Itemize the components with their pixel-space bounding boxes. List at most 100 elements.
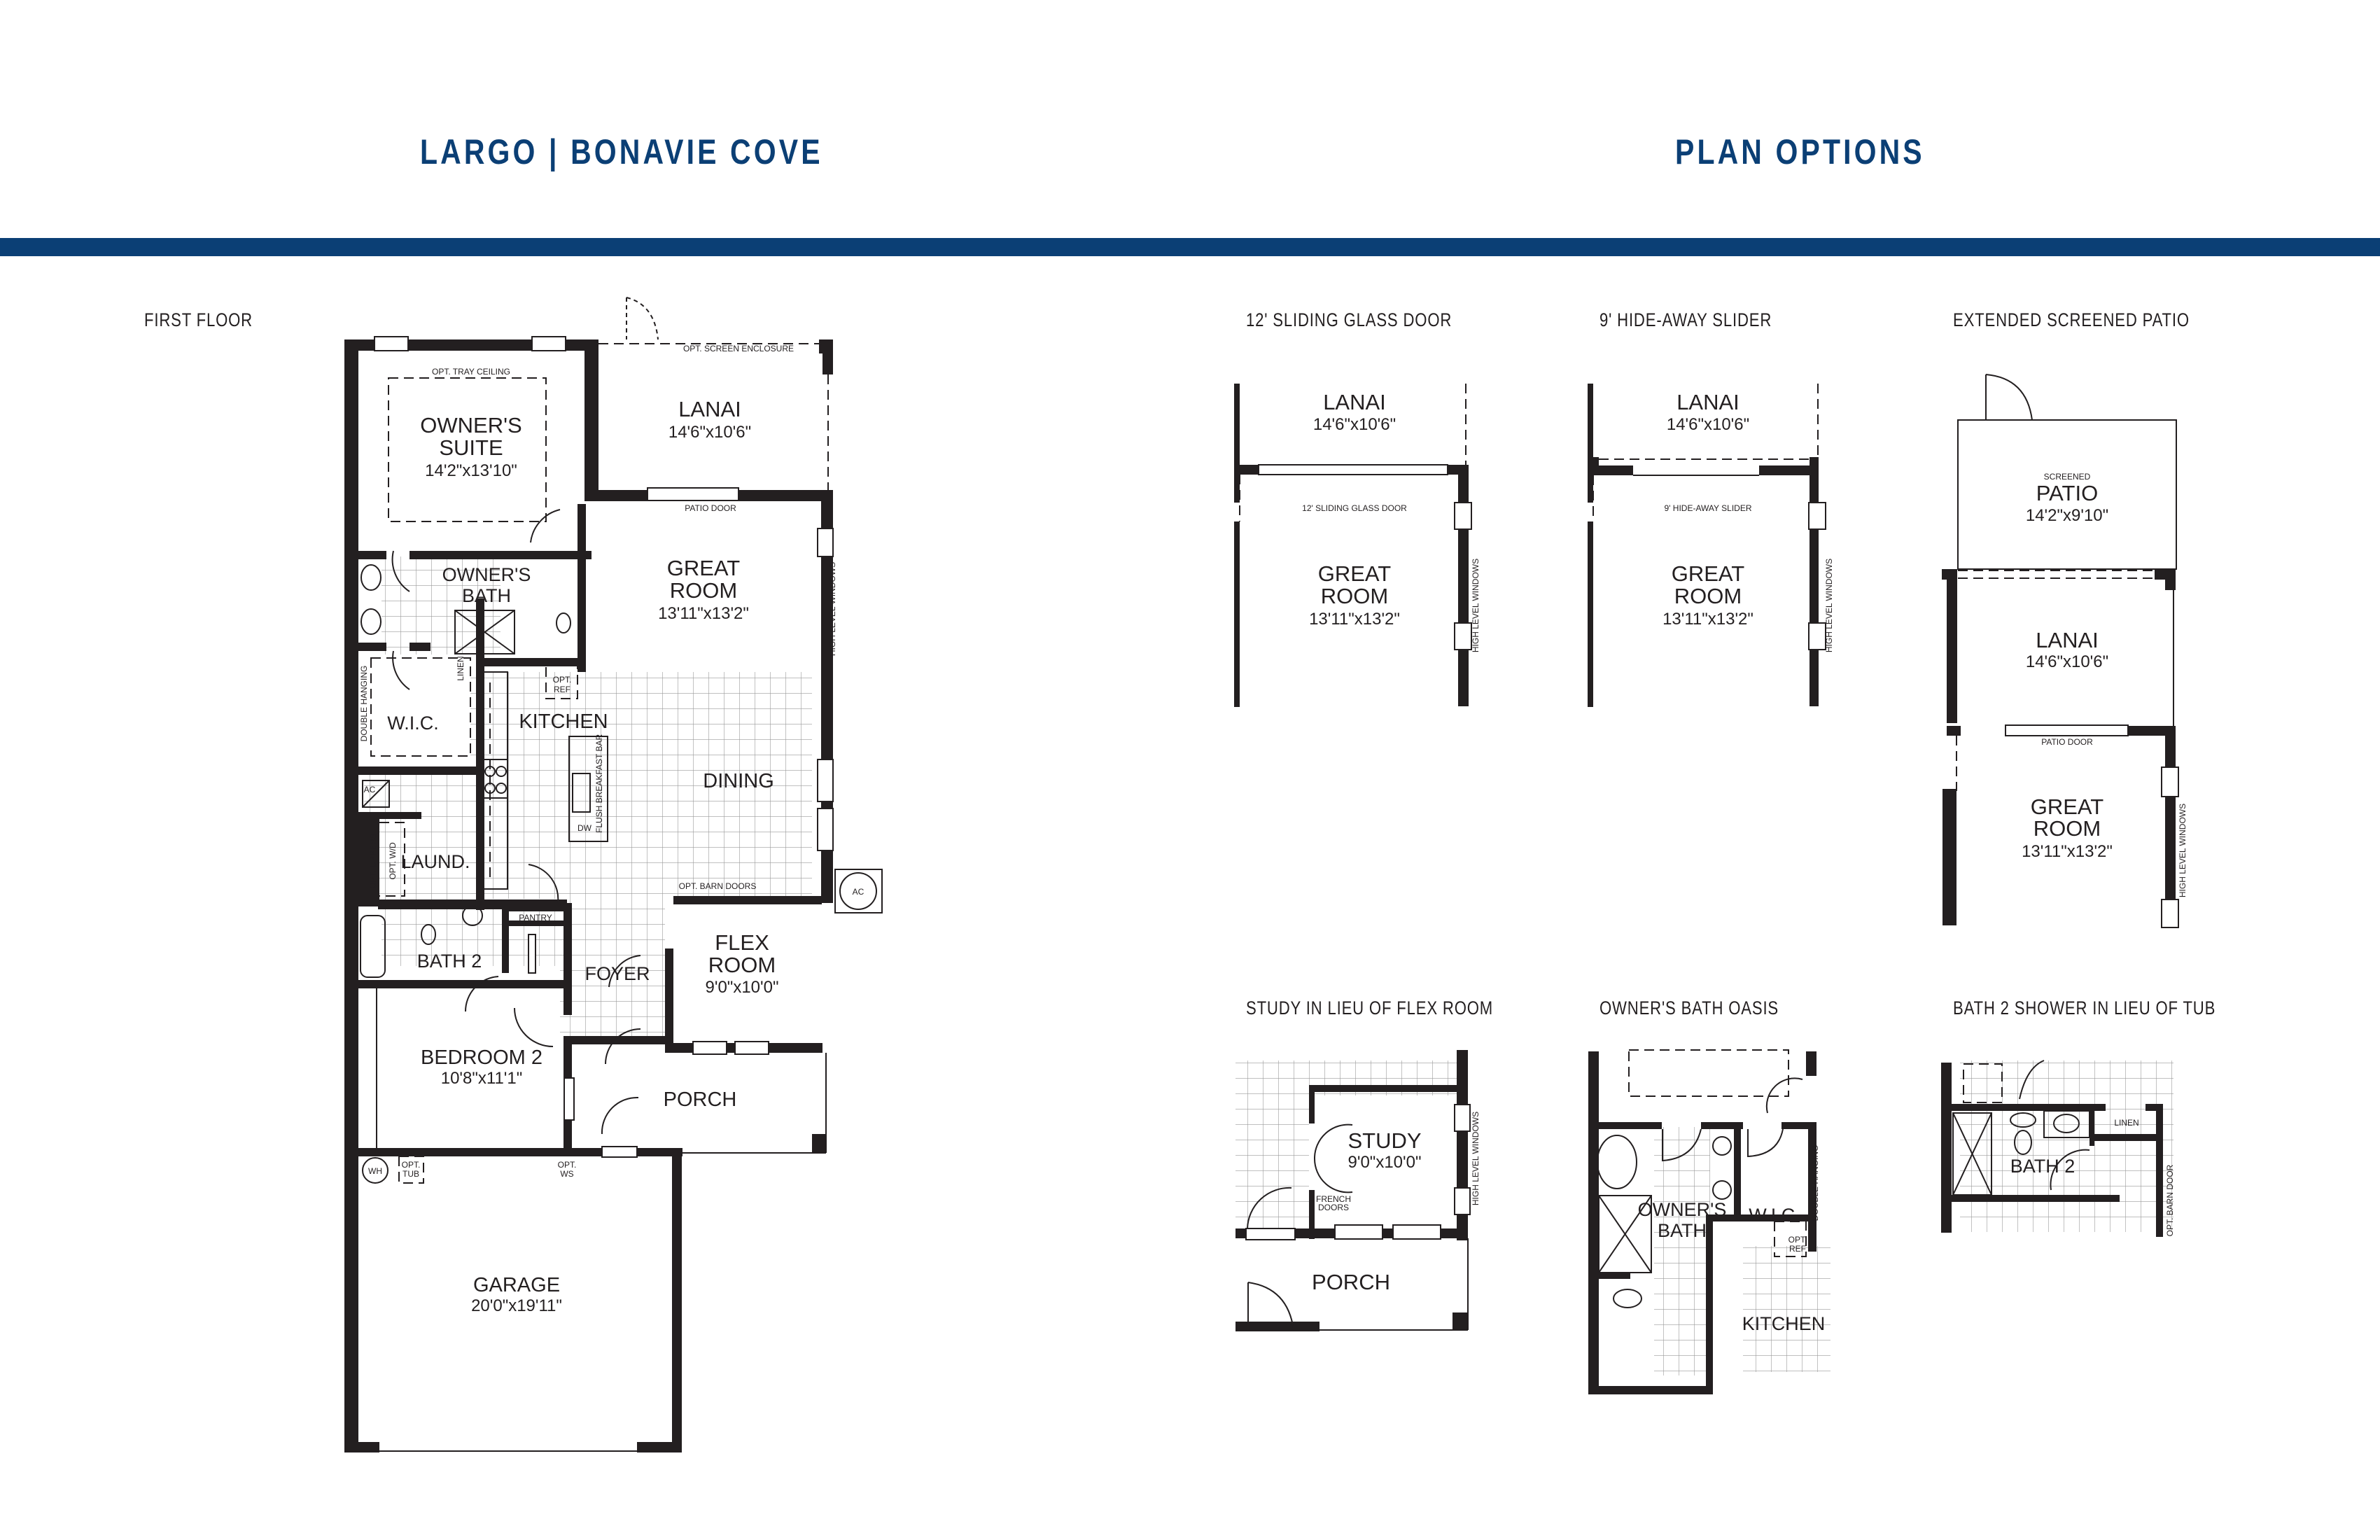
opt-ws-note-1: OPT. xyxy=(558,1160,577,1170)
opt3-great-room-dim: 13'11"x13'2" xyxy=(2022,842,2113,861)
great-room-label-2: ROOM xyxy=(670,578,737,603)
option-title-bath2-shower: BATH 2 SHOWER IN LIEU OF TUB xyxy=(1953,997,2216,1018)
opt2-great-room-label-1: GREAT xyxy=(1672,561,1745,586)
opt-ref-note-1: OPT. xyxy=(553,675,572,685)
header-rule xyxy=(0,238,2380,256)
bedroom2-label: BEDROOM 2 xyxy=(421,1046,542,1069)
option-bath2-shower-plan xyxy=(1941,1060,2174,1237)
opt3-screened-note: SCREENED xyxy=(2044,472,2091,482)
opt3-lanai-dim: 14'6"x10'6" xyxy=(2026,652,2108,671)
opt6-bath2-label: BATH 2 xyxy=(2010,1156,2076,1177)
opt1-lanai-label: LANAI xyxy=(1323,390,1386,414)
owners-suite-label-1: OWNER'S xyxy=(420,413,522,438)
dining-label: DINING xyxy=(703,770,774,792)
garage-dim: 20'0"x19'11" xyxy=(471,1296,562,1315)
wic-label: W.I.C. xyxy=(387,713,439,734)
screen-enclosure-note: OPT. SCREEN ENCLOSURE xyxy=(683,344,794,354)
opt-tub-note-1: OPT. xyxy=(402,1160,421,1170)
opt6-barn-door-note: OPT. BARN DOOR xyxy=(2165,1164,2175,1236)
opt5-opt-ref-note-1: OPT. xyxy=(1788,1235,1807,1245)
option-extended-patio-plan xyxy=(1942,374,2179,928)
foyer-label: FOYER xyxy=(584,963,650,984)
owners-suite-label-2: SUITE xyxy=(439,435,503,460)
opt2-lanai-dim: 14'6"x10'6" xyxy=(1667,415,1749,434)
patio-door-note: PATIO DOOR xyxy=(685,503,736,513)
opt2-door-note: 9' HIDE-AWAY SLIDER xyxy=(1665,503,1752,513)
opt5-bath-label-1: OWNER'S xyxy=(1638,1199,1727,1220)
kitchen-label: KITCHEN xyxy=(519,710,608,733)
opt1-great-room-dim: 13'11"x13'2" xyxy=(1309,610,1400,629)
opt1-window-note: HIGH LEVEL WINDOWS xyxy=(1471,559,1480,652)
tray-ceiling-note: OPT. TRAY CEILING xyxy=(432,367,510,377)
first-floor-plan xyxy=(344,297,883,1452)
high-level-windows-note: HIGH LEVEL WINDOWS xyxy=(827,562,837,656)
option-sliding-door-plan xyxy=(1234,384,1472,707)
option-title-hideaway-slider: 9' HIDE-AWAY SLIDER xyxy=(1600,309,1772,330)
flex-room-label-1: FLEX xyxy=(715,930,769,955)
owners-bath-label-1: OWNER'S xyxy=(442,564,531,585)
opt5-double-hanging-note: DOUBLE HANGING xyxy=(1810,1145,1820,1222)
opt1-lanai-dim: 14'6"x10'6" xyxy=(1313,415,1396,434)
opt5-opt-ref-note-2: REF xyxy=(1789,1244,1806,1254)
option-bath-oasis-plan xyxy=(1588,1049,1830,1394)
opt3-lanai-label: LANAI xyxy=(2036,628,2099,652)
owners-bath-label-2: BATH xyxy=(462,585,511,606)
porch-label: PORCH xyxy=(664,1088,737,1111)
opt4-study-dim: 9'0"x10'0" xyxy=(1348,1153,1422,1172)
option-study-plan xyxy=(1236,1050,1471,1331)
flex-room-dim: 9'0"x10'0" xyxy=(706,978,779,997)
great-room-label-1: GREAT xyxy=(667,556,741,580)
lanai-label: LANAI xyxy=(678,397,741,421)
opt3-patio-dim: 14'2"x9'10" xyxy=(2026,506,2108,525)
opt6-linen-note: LINEN xyxy=(2114,1118,2138,1128)
opt3-patio-label: PATIO xyxy=(2036,481,2098,505)
laundry-label: LAUND. xyxy=(400,851,470,872)
opt2-window-note: HIGH LEVEL WINDOWS xyxy=(1824,559,1834,652)
option-title-study: STUDY IN LIEU OF FLEX ROOM xyxy=(1246,997,1494,1018)
opt3-patio-door-note: PATIO DOOR xyxy=(2041,737,2093,747)
barn-doors-note: OPT. BARN DOORS xyxy=(679,881,757,891)
opt2-great-room-dim: 13'11"x13'2" xyxy=(1662,610,1754,629)
ac-inside-note: AC xyxy=(364,785,376,794)
opt4-french-note-1: FRENCH xyxy=(1316,1194,1351,1204)
garage-label: GARAGE xyxy=(473,1274,560,1296)
opt4-french-note-2: DOORS xyxy=(1318,1203,1349,1212)
lanai-dim: 14'6"x10'6" xyxy=(668,423,751,442)
ac-outside-note: AC xyxy=(853,887,864,897)
option-title-extended-patio: EXTENDED SCREENED PATIO xyxy=(1953,309,2190,330)
opt2-great-room-label-2: ROOM xyxy=(1674,584,1742,608)
flush-breakfast-bar-note: FLUSH BREAKFAST BAR xyxy=(594,734,604,833)
opt-tub-note-2: TUB xyxy=(402,1169,419,1179)
opt3-great-room-label-1: GREAT xyxy=(2031,794,2104,819)
linen-note: LINEN xyxy=(456,656,465,680)
opt-ws-note-2: WS xyxy=(560,1169,573,1179)
opt4-porch-label: PORCH xyxy=(1312,1270,1390,1294)
opt4-study-label: STUDY xyxy=(1348,1128,1421,1153)
great-room-dim: 13'11"x13'2" xyxy=(658,604,749,623)
opt3-great-room-label-2: ROOM xyxy=(2033,816,2101,841)
opt-ref-note-2: REF xyxy=(554,685,570,694)
opt-uppers-note: OPT. UPPERS xyxy=(368,833,378,888)
opt1-great-room-label-1: GREAT xyxy=(1318,561,1392,586)
pantry-note: PANTRY xyxy=(519,913,552,923)
bath2-label: BATH 2 xyxy=(417,951,482,972)
opt-wd-note: OPT. W/D xyxy=(388,842,398,880)
option-hideaway-slider-plan xyxy=(1588,384,1826,707)
plan-options-title: PLAN OPTIONS xyxy=(1675,132,1925,172)
owners-suite-dim: 14'2"x13'10" xyxy=(425,461,517,480)
opt5-bath-label-2: BATH xyxy=(1658,1220,1707,1241)
opt5-wic-label: W.I.C. xyxy=(1749,1205,1800,1226)
opt4-window-note: HIGH LEVEL WINDOWS xyxy=(1471,1112,1480,1205)
plan-title: LARGO | BONAVIE COVE xyxy=(420,132,823,172)
first-floor-label: FIRST FLOOR xyxy=(144,309,253,330)
double-hanging-note: DOUBLE HANGING xyxy=(359,666,369,742)
bedroom2-dim: 10'8"x11'1" xyxy=(441,1069,523,1088)
opt5-kitchen-label: KITCHEN xyxy=(1742,1313,1826,1334)
opt1-door-note: 12' SLIDING GLASS DOOR xyxy=(1302,503,1407,513)
opt1-great-room-label-2: ROOM xyxy=(1321,584,1388,608)
opt3-window-note: HIGH LEVEL WINDOWS xyxy=(2178,804,2188,897)
option-title-sliding-door: 12' SLIDING GLASS DOOR xyxy=(1246,309,1452,330)
flex-room-label-2: ROOM xyxy=(708,953,776,977)
dishwasher-note: DW xyxy=(578,823,592,833)
